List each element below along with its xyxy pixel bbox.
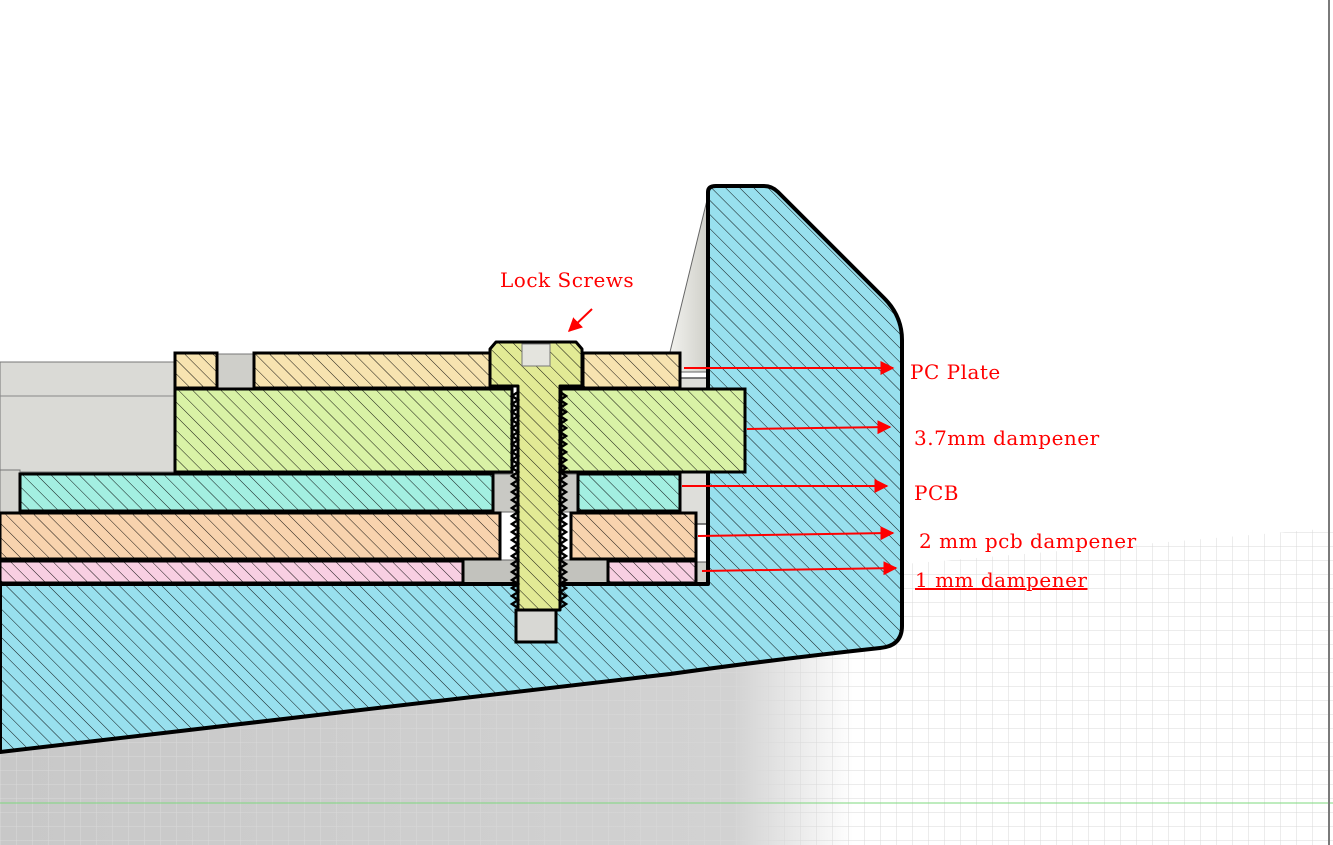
pcb-dampener-2-label: 2 mm pcb dampener: [919, 529, 1137, 553]
dampener-1-arrow: [701, 561, 898, 576]
lock-screw-thread-left: [509, 390, 521, 610]
layer-pc-plate: [173, 351, 682, 390]
layer-2mm-pcb-dampener: [0, 511, 698, 561]
annotations: Lock Screws PC Plate 3.7mm dampener PCB …: [500, 268, 1137, 592]
lock-screw-hex-socket: [521, 343, 551, 367]
lock-screw-outline: [488, 340, 584, 612]
dampener-37-label: 3.7mm dampener: [914, 426, 1100, 450]
screw-hole-bottom: [514, 608, 558, 644]
layer-3-7mm-dampener: [173, 387, 747, 474]
case-section: [0, 184, 904, 754]
pc-plate-label: PC Plate: [910, 360, 1001, 384]
lock-screw-thread-right: [557, 390, 569, 610]
dampener-37-arrow: [746, 420, 892, 435]
pcb-dampener-2-arrow: [697, 526, 895, 541]
layer-1mm-dampener: [0, 559, 698, 585]
pcb-label: PCB: [914, 481, 959, 505]
case-outline: [0, 184, 904, 754]
lock-screws-arrow: [567, 308, 593, 332]
layer-pcb: [18, 472, 682, 513]
lock-screw: [488, 340, 584, 612]
dampener-1-label: 1 mm dampener: [915, 568, 1087, 592]
lock-screws-label: Lock Screws: [500, 268, 634, 292]
